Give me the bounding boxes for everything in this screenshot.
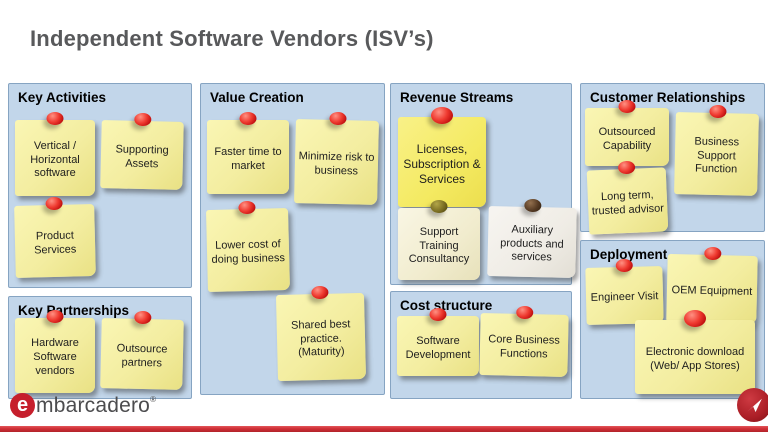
panel-key-activities: Key Activities Vertical / Horizontal sof… — [8, 83, 192, 288]
sticky-note-text: Outsourced Capability — [598, 125, 656, 152]
sticky-note-text: Product Services — [33, 229, 77, 257]
pushpin-icon — [618, 100, 636, 113]
sticky-note-text: Auxiliary products and services — [500, 223, 564, 264]
pushpin-icon — [311, 285, 329, 300]
sticky-note: Long term, trusted advisor — [586, 160, 669, 235]
sticky-note-text: Support Training Consultancy — [408, 225, 470, 266]
panel-value-creation: Value Creation Faster time to market Min… — [200, 83, 385, 395]
sticky-note-text: Core Business Functions — [488, 332, 561, 361]
page-title: Independent Software Vendors (ISV’s) — [30, 26, 434, 51]
sticky-note-text: Hardware Software vendors — [31, 337, 79, 377]
sticky-note-text: Faster time to market — [214, 145, 282, 172]
sticky-note-text: Supporting Assets — [115, 143, 169, 170]
sticky-note: Engineer Visit — [585, 258, 664, 325]
pushpin-icon — [134, 112, 152, 127]
embarcadero-logo-icon: e — [10, 393, 35, 418]
pushpin-icon — [46, 310, 64, 323]
sticky-note-text: Minimize risk to business — [298, 149, 375, 177]
sticky-note-text: Lower cost of doing business — [211, 237, 286, 266]
sticky-note: Licenses, Subscription & Services — [398, 107, 486, 207]
sticky-note: Outsourced Capability — [585, 100, 669, 166]
red-circle-arrow-icon — [737, 388, 768, 422]
panel-title: Cost structure — [400, 298, 493, 313]
panel-customer-relationships: Customer Relationships Outsourced Capabi… — [580, 83, 765, 235]
pushpin-icon — [134, 310, 152, 325]
panel-cost-structure: Cost structure Software Development Core… — [390, 291, 572, 399]
sticky-note: Electronic download (Web/ App Stores) — [635, 310, 755, 394]
panel-title: Customer Relationships — [590, 90, 746, 105]
sticky-note: Software Development — [397, 308, 479, 376]
panel-deployment: Deployment Engineer Visit OEM Equipment … — [580, 240, 765, 399]
pushpin-icon — [704, 246, 722, 261]
pushpin-icon — [524, 198, 542, 213]
sticky-note: Supporting Assets — [100, 112, 184, 190]
brand-name: mbarcadero — [36, 394, 151, 417]
pushpin-icon — [516, 305, 534, 320]
panel-key-partnerships: Key Partnerships Hardware Software vendo… — [8, 296, 192, 399]
sticky-note: Vertical / Horizontal software — [15, 112, 95, 196]
sticky-note: Business Support Function — [674, 104, 759, 196]
pushpin-icon — [617, 160, 635, 175]
panel-revenue-streams: Revenue Streams Licenses, Subscription &… — [390, 83, 577, 285]
panel-title: Key Partnerships — [18, 303, 130, 318]
pushpin-icon — [46, 112, 64, 125]
sticky-note: Faster time to market — [207, 112, 289, 194]
footer-accent-bar — [0, 426, 768, 432]
sticky-note: Outsource partners — [100, 310, 184, 390]
sticky-note-text: Electronic download (Web/ App Stores) — [645, 345, 745, 372]
sticky-note: Lower cost of doing business — [206, 200, 290, 292]
panel-title: Deployment — [590, 247, 668, 262]
sticky-note-text: Engineer Visit — [590, 290, 659, 304]
sticky-note-text: Licenses, Subscription & Services — [403, 142, 481, 186]
panel-title: Value Creation — [210, 90, 304, 105]
pushpin-icon — [45, 196, 63, 211]
sticky-note: Support Training Consultancy — [398, 200, 480, 280]
pushpin-icon — [684, 310, 706, 327]
panel-title: Key Activities — [18, 90, 107, 105]
panel-title: Revenue Streams — [400, 90, 514, 105]
sticky-note: Core Business Functions — [479, 305, 569, 377]
pushpin-icon — [239, 112, 257, 125]
sticky-note-text: Vertical / Horizontal software — [30, 139, 80, 180]
pushpin-icon — [238, 200, 256, 215]
pushpin-icon — [429, 308, 447, 321]
pushpin-icon — [708, 104, 727, 119]
sticky-note: Shared best practice. (Maturity) — [275, 285, 367, 382]
sticky-note: Product Services — [14, 196, 96, 278]
pushpin-icon — [431, 107, 453, 124]
sticky-note: Auxiliary products and services — [487, 198, 577, 278]
registered-trademark: ® — [150, 395, 156, 404]
pushpin-icon — [430, 200, 448, 213]
sticky-note-text: Software Development — [405, 334, 471, 361]
sticky-note: OEM Equipment — [666, 246, 758, 325]
sticky-note-text: Business Support Function — [694, 135, 740, 176]
sticky-note-text: Long term, trusted advisor — [591, 188, 665, 217]
sticky-note-text: Shared best practice. (Maturity) — [290, 318, 351, 359]
pushpin-icon — [615, 258, 633, 273]
sticky-note-text: Outsource partners — [116, 342, 168, 369]
sticky-note: Minimize risk to business — [294, 111, 379, 205]
pushpin-icon — [328, 111, 347, 126]
embarcadero-logo: e mbarcadero ® — [10, 393, 156, 418]
sticky-note: Hardware Software vendors — [15, 310, 95, 393]
sticky-note-text: OEM Equipment — [671, 283, 753, 298]
arrow-swoosh-icon — [747, 398, 762, 413]
